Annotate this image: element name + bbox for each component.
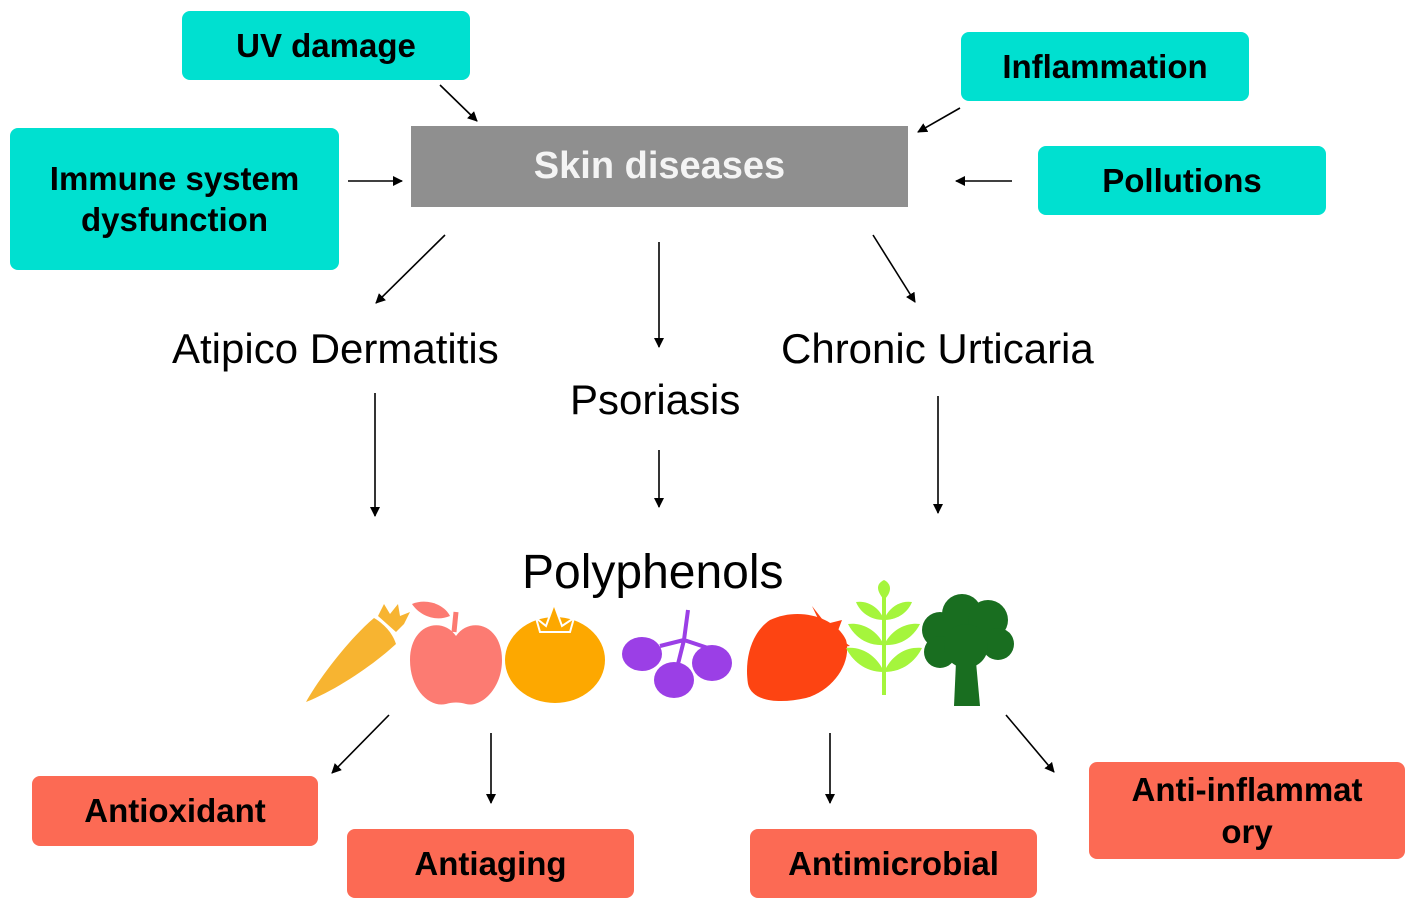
pollutions-box: Pollutions (1038, 146, 1326, 215)
tomato-icon (505, 601, 605, 703)
uv-damage-box: UV damage (182, 11, 470, 80)
strawberry-icon (746, 606, 850, 702)
arrow-inflammation-to-skin (917, 107, 961, 133)
antiaging-box: Antiaging (347, 829, 634, 898)
psoriasis-label: Psoriasis (570, 376, 741, 423)
antioxidant-box: Antioxidant (32, 776, 318, 846)
herb-icon (846, 580, 922, 695)
apple-icon (410, 601, 502, 705)
broccoli-icon (922, 594, 1014, 706)
immune-system-label: Immune system dysfunction (49, 159, 300, 238)
immune-system-box: Immune system dysfunction (10, 128, 339, 270)
inflammation-box: Inflammation (961, 32, 1249, 101)
chronic-urticaria-label: Chronic Urticaria (781, 325, 1094, 372)
skin-diseases-box: Skin diseases (411, 126, 908, 207)
arrow-to-antioxidant (331, 714, 390, 774)
anti-inflammatory-label: Anti-inflammatory (1131, 771, 1363, 850)
arrow-skin-to-atopic (375, 234, 446, 304)
atopic-dermatitis-label: Atipico Dermatitis (172, 325, 499, 372)
polyphenols-label: Polyphenols (522, 546, 784, 599)
inflammation-label: Inflammation (1002, 47, 1208, 85)
arrow-uv-to-skin (439, 84, 478, 122)
antimicrobial-label: Antimicrobial (788, 844, 999, 882)
anti-inflammatory-box: Anti-inflammatory (1089, 762, 1405, 859)
pollutions-label: Pollutions (1102, 161, 1262, 199)
arrow-to-antiinflammatory (1005, 714, 1055, 773)
skin-diseases-label: Skin diseases (533, 144, 786, 187)
grapes-icon (622, 609, 732, 698)
antiaging-label: Antiaging (414, 844, 567, 882)
antimicrobial-box: Antimicrobial (750, 829, 1037, 898)
uv-damage-label: UV damage (236, 26, 416, 64)
antioxidant-label: Antioxidant (84, 792, 266, 830)
carrot-icon (306, 604, 410, 702)
arrow-skin-to-urticaria (872, 234, 916, 303)
